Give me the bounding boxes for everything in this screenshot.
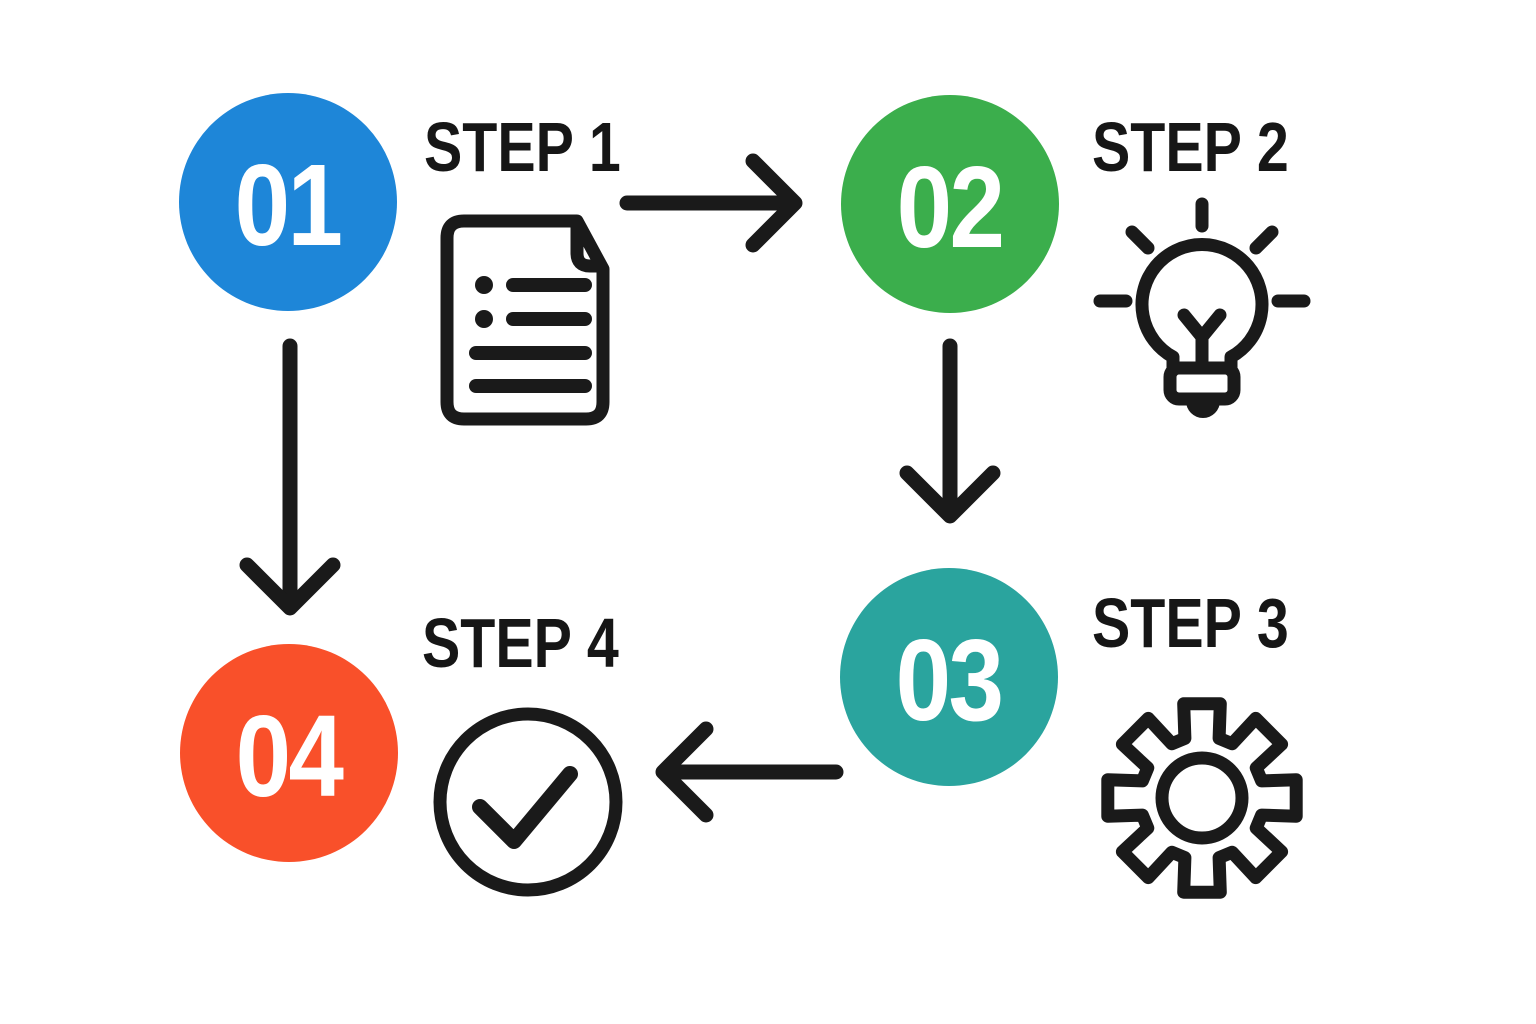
step-1-circle: 01 [179,93,397,311]
step-1-number: 01 [235,140,343,270]
step-2-number: 02 [897,142,1005,272]
arrow-step2-to-step3-icon [899,338,1001,524]
arrow-step3-to-step4-icon [655,721,844,823]
step-4-number: 04 [236,691,344,821]
step-3-circle: 03 [840,568,1058,786]
lightbulb-icon [1092,196,1312,436]
step-4-label: STEP 4 [422,604,619,682]
check-circle-icon [430,704,626,900]
step-4-circle: 04 [180,644,398,862]
step-3-number: 03 [896,615,1004,745]
arrow-step1-to-step4-icon [239,338,341,616]
step-3-label: STEP 3 [1092,584,1289,662]
step-2-label: STEP 2 [1092,108,1289,186]
step-2-circle: 02 [841,95,1059,313]
gear-icon [1097,691,1307,906]
document-icon [437,212,613,427]
step-1-label: STEP 1 [424,108,621,186]
